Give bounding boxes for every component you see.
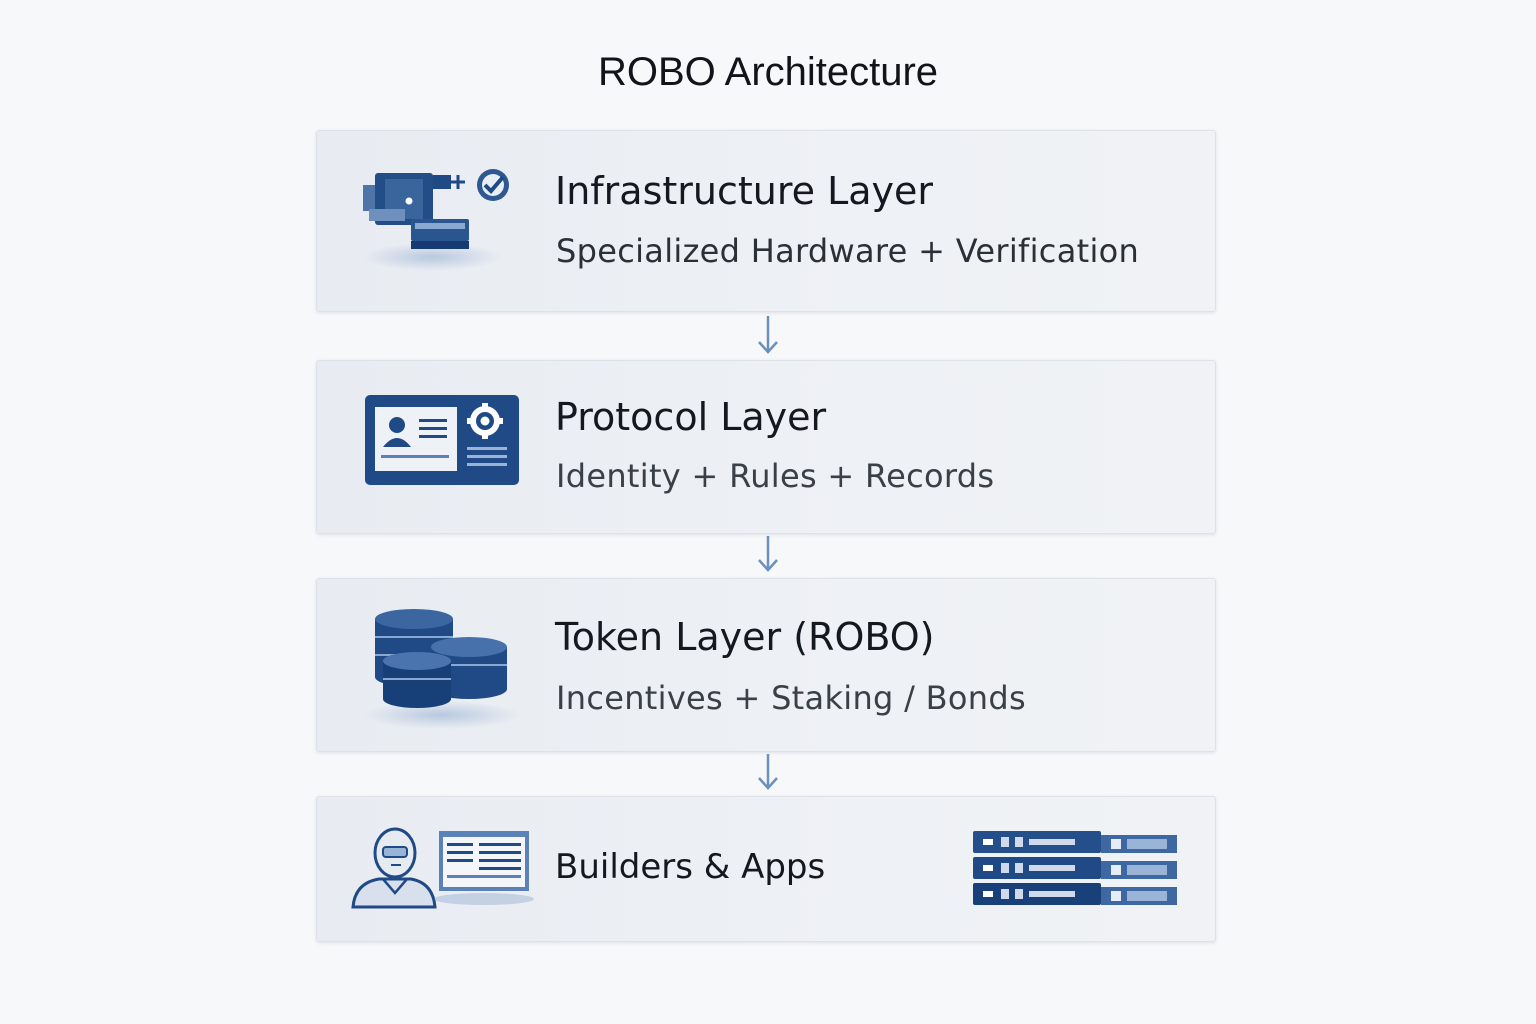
protocol-layer-panel: Protocol Layer Identity + Rules + Record…: [316, 360, 1216, 534]
down-arrow-icon: [756, 314, 780, 356]
builders-apps-panel: Builders & Apps: [316, 796, 1216, 942]
identity-card-gear-icon: [363, 393, 523, 489]
layer-subtitle: Incentives + Staking / Bonds: [556, 679, 1026, 717]
diagram-title: ROBO Architecture: [0, 50, 1536, 95]
down-arrow-icon: [756, 752, 780, 792]
infrastructure-layer-panel: Infrastructure Layer Specialized Hardwar…: [316, 130, 1216, 312]
layer-title: Infrastructure Layer: [555, 169, 933, 213]
down-arrow-icon: [756, 534, 780, 574]
layer-title: Protocol Layer: [555, 395, 826, 439]
layer-subtitle: Identity + Rules + Records: [556, 457, 994, 495]
layer-title: Token Layer (ROBO): [555, 615, 935, 659]
robot-and-document-icon: [347, 823, 537, 915]
coin-stacks-icon: [357, 603, 527, 733]
token-layer-panel: Token Layer (ROBO) Incentives + Staking …: [316, 578, 1216, 752]
layer-subtitle: Specialized Hardware + Verification: [556, 232, 1139, 270]
hardware-verification-icon: [357, 165, 517, 275]
server-rack-icon: [971, 827, 1181, 911]
layer-title: Builders & Apps: [555, 847, 825, 887]
